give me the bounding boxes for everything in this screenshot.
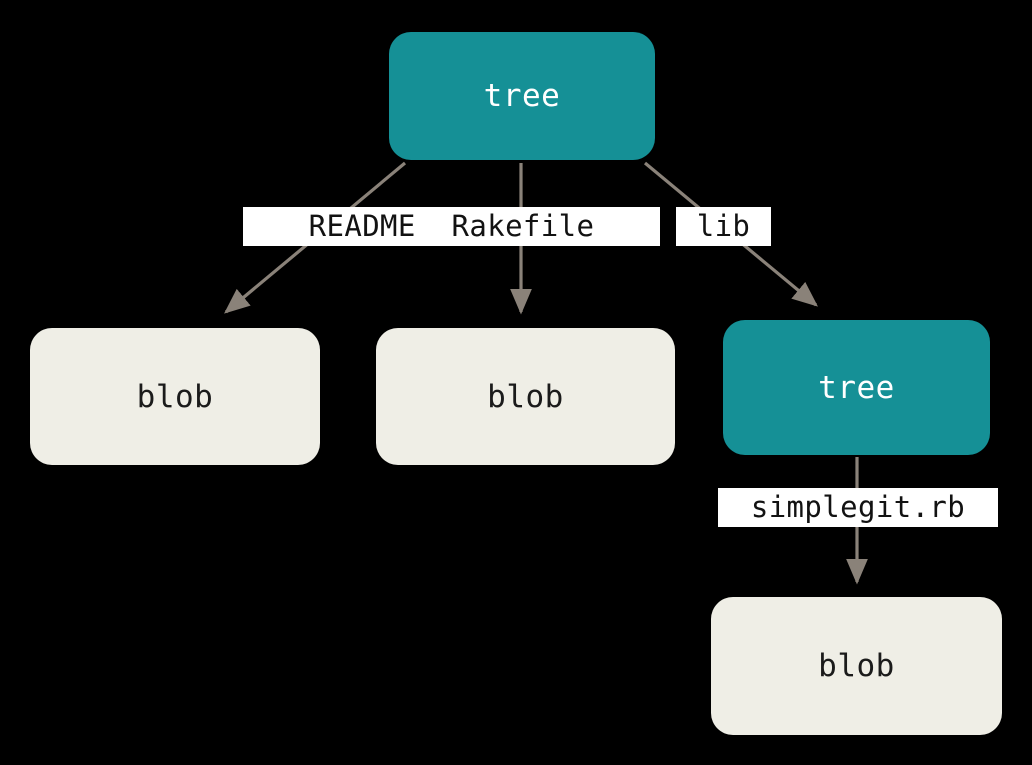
node-blob-readme[interactable]: blob bbox=[30, 328, 320, 465]
edge-label-lib: lib bbox=[676, 207, 771, 246]
node-tree-root[interactable]: tree bbox=[389, 32, 655, 160]
edge-label-readme-rakefile: README Rakefile bbox=[243, 207, 660, 246]
edge-label-simplegit: simplegit.rb bbox=[718, 488, 998, 527]
node-blob-rakefile[interactable]: blob bbox=[376, 328, 675, 465]
node-label: blob bbox=[487, 378, 564, 415]
node-label: blob bbox=[818, 648, 895, 684]
node-blob-simplegit[interactable]: blob bbox=[711, 597, 1002, 735]
node-label: tree bbox=[483, 78, 561, 114]
node-label: blob bbox=[136, 378, 214, 415]
node-tree-lib[interactable]: tree bbox=[723, 320, 990, 455]
node-label: tree bbox=[818, 369, 895, 406]
